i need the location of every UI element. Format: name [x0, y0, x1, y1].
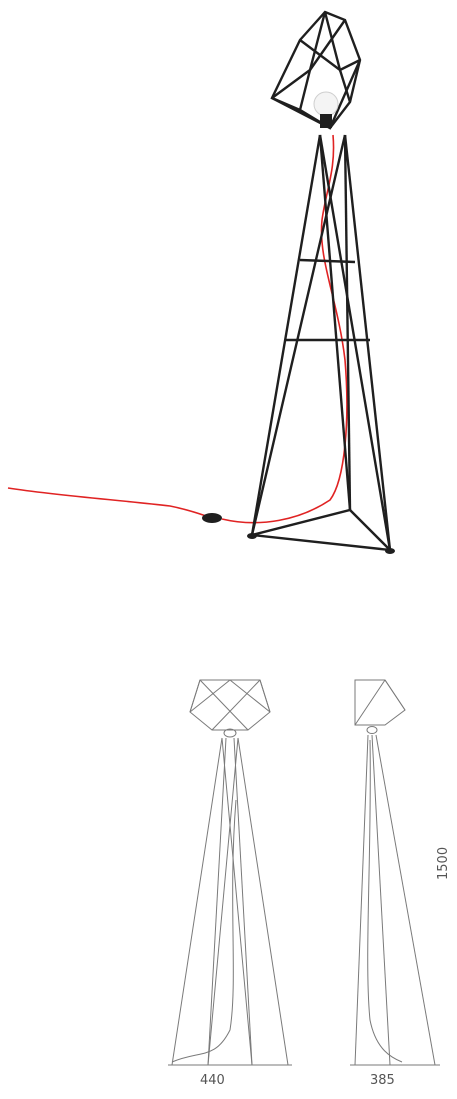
power-cord-to-base — [221, 134, 348, 524]
bulb — [313, 91, 339, 117]
front-view-drawing — [168, 679, 292, 1066]
depth-dimension-label: 385 — [370, 1073, 395, 1088]
socket — [320, 114, 332, 128]
foot-switch — [202, 513, 222, 523]
lamp-product-render — [7, 10, 395, 554]
side-view-drawing — [350, 679, 440, 1066]
width-dimension-label: 440 — [200, 1073, 225, 1088]
technical-drawings — [168, 679, 440, 1066]
height-dimension-label: 1500 — [436, 846, 451, 880]
power-cord — [7, 487, 213, 519]
